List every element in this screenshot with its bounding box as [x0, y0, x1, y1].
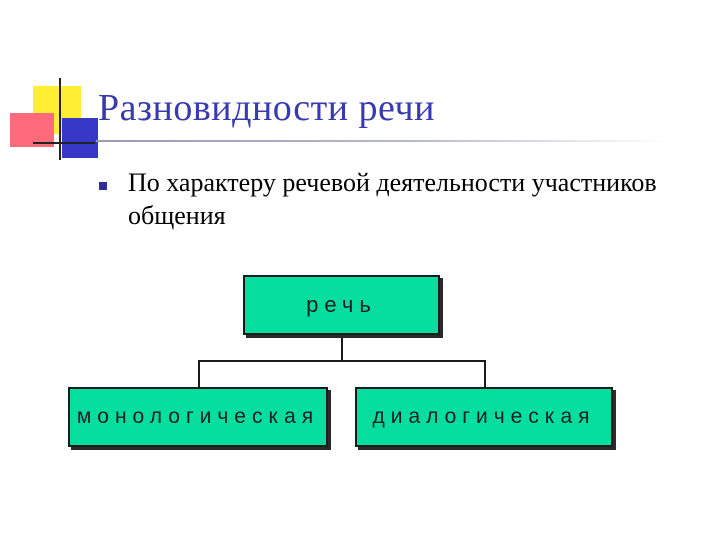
connector-left-down — [198, 360, 200, 387]
decorative-horizontal-line — [33, 142, 95, 144]
connector-horizontal — [198, 360, 486, 362]
connector-root-down — [341, 335, 343, 361]
diagram-root-node: речь — [243, 275, 440, 335]
bullet-text: По характеру речевой деятельности участн… — [128, 168, 657, 230]
connector-right-down — [484, 360, 486, 387]
decorative-vertical-line — [59, 78, 61, 160]
diagram-child-node-monologue: монологическая — [68, 387, 328, 447]
title-underline — [96, 140, 670, 142]
bullet-marker-icon — [99, 182, 107, 190]
slide-title: Разновидности речи — [98, 87, 435, 129]
diagram-child-node-dialogue: диалогическая — [355, 387, 613, 447]
decorative-blue-square — [62, 118, 98, 158]
decorative-red-square — [10, 113, 54, 147]
